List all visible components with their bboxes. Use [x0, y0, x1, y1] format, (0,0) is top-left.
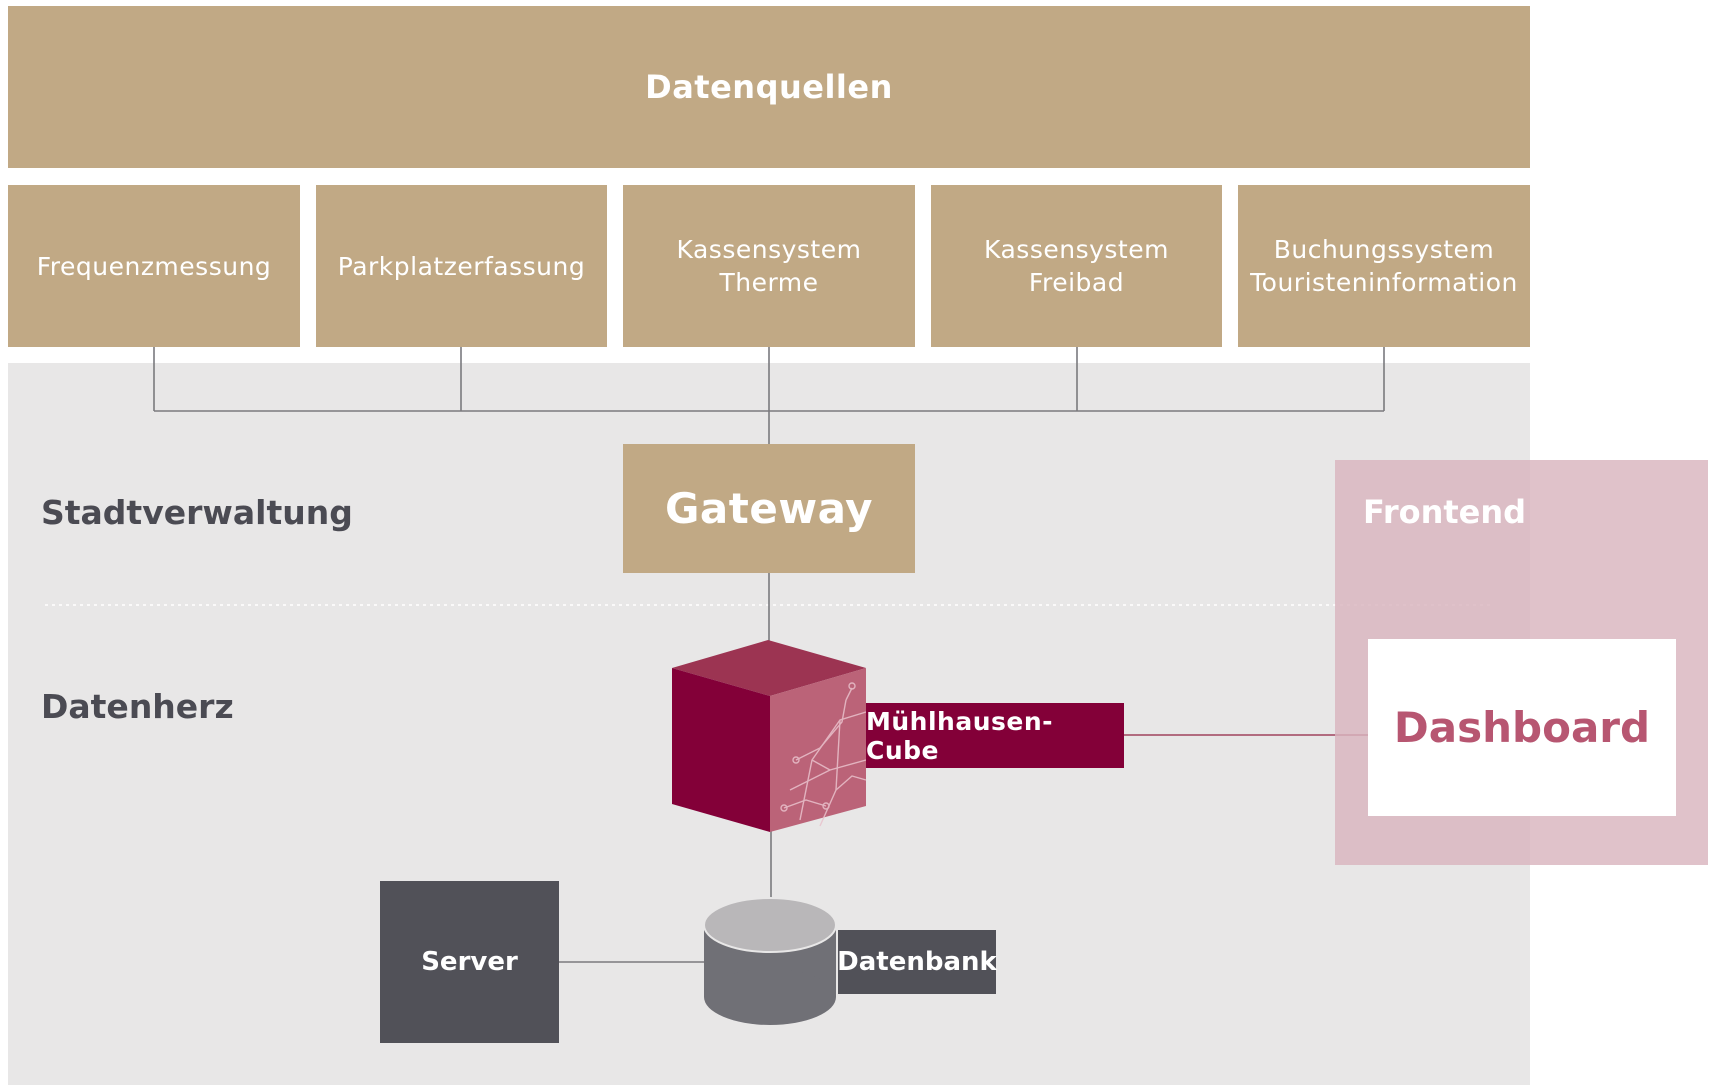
dashboard-box: Dashboard	[1368, 639, 1676, 816]
source-kassensystem-therme: Kassensystem Therme	[623, 185, 915, 347]
mühlhausen-cube-icon	[672, 640, 867, 832]
zone-label-stadtverwaltung: Stadtverwaltung	[41, 493, 353, 532]
source-parkplatzerfassung: Parkplatzerfassung	[316, 185, 607, 347]
source-frequenzmessung: Frequenzmessung	[8, 185, 300, 347]
frontend-title: Frontend	[1363, 493, 1527, 531]
database-icon	[703, 897, 837, 1025]
database-label: Datenbank	[837, 930, 997, 994]
source-buchungssystem-touristeninformation: Buchungssystem Touristeninformation	[1238, 185, 1530, 347]
data-sources-header: Datenquellen	[8, 6, 1530, 168]
zone-label-datenherz: Datenherz	[41, 687, 234, 726]
cube-label: Mühlhausen-Cube	[866, 703, 1124, 768]
server-box: Server	[380, 881, 559, 1043]
source-connectors	[153, 347, 1385, 445]
gateway-box: Gateway	[623, 444, 915, 573]
source-kassensystem-freibad: Kassensystem Freibad	[931, 185, 1222, 347]
